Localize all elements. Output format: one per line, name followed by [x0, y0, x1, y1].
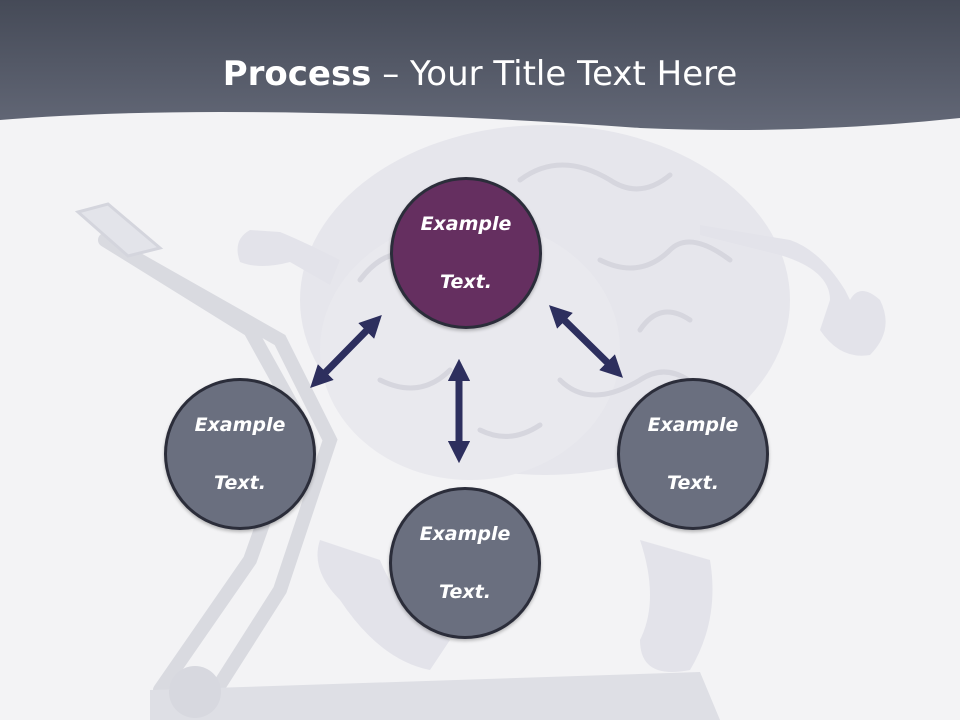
node-bottom-line2: Text. [439, 580, 491, 603]
node-top-line2: Text. [440, 270, 492, 293]
node-bottom-line1: Example [419, 522, 511, 545]
treadmill-console [74, 202, 164, 258]
title-rest: – Your Title Text Here [371, 54, 738, 94]
node-right-line2: Text. [667, 471, 719, 494]
node-top-line1: Example [420, 212, 512, 235]
node-right-line1: Example [647, 413, 739, 436]
node-left-line2: Text. [214, 471, 266, 494]
header-band [0, 0, 960, 131]
page-title: Process – Your Title Text Here [0, 52, 960, 96]
title-bold: Process [222, 54, 372, 94]
node-left-line1: Example [194, 413, 286, 436]
